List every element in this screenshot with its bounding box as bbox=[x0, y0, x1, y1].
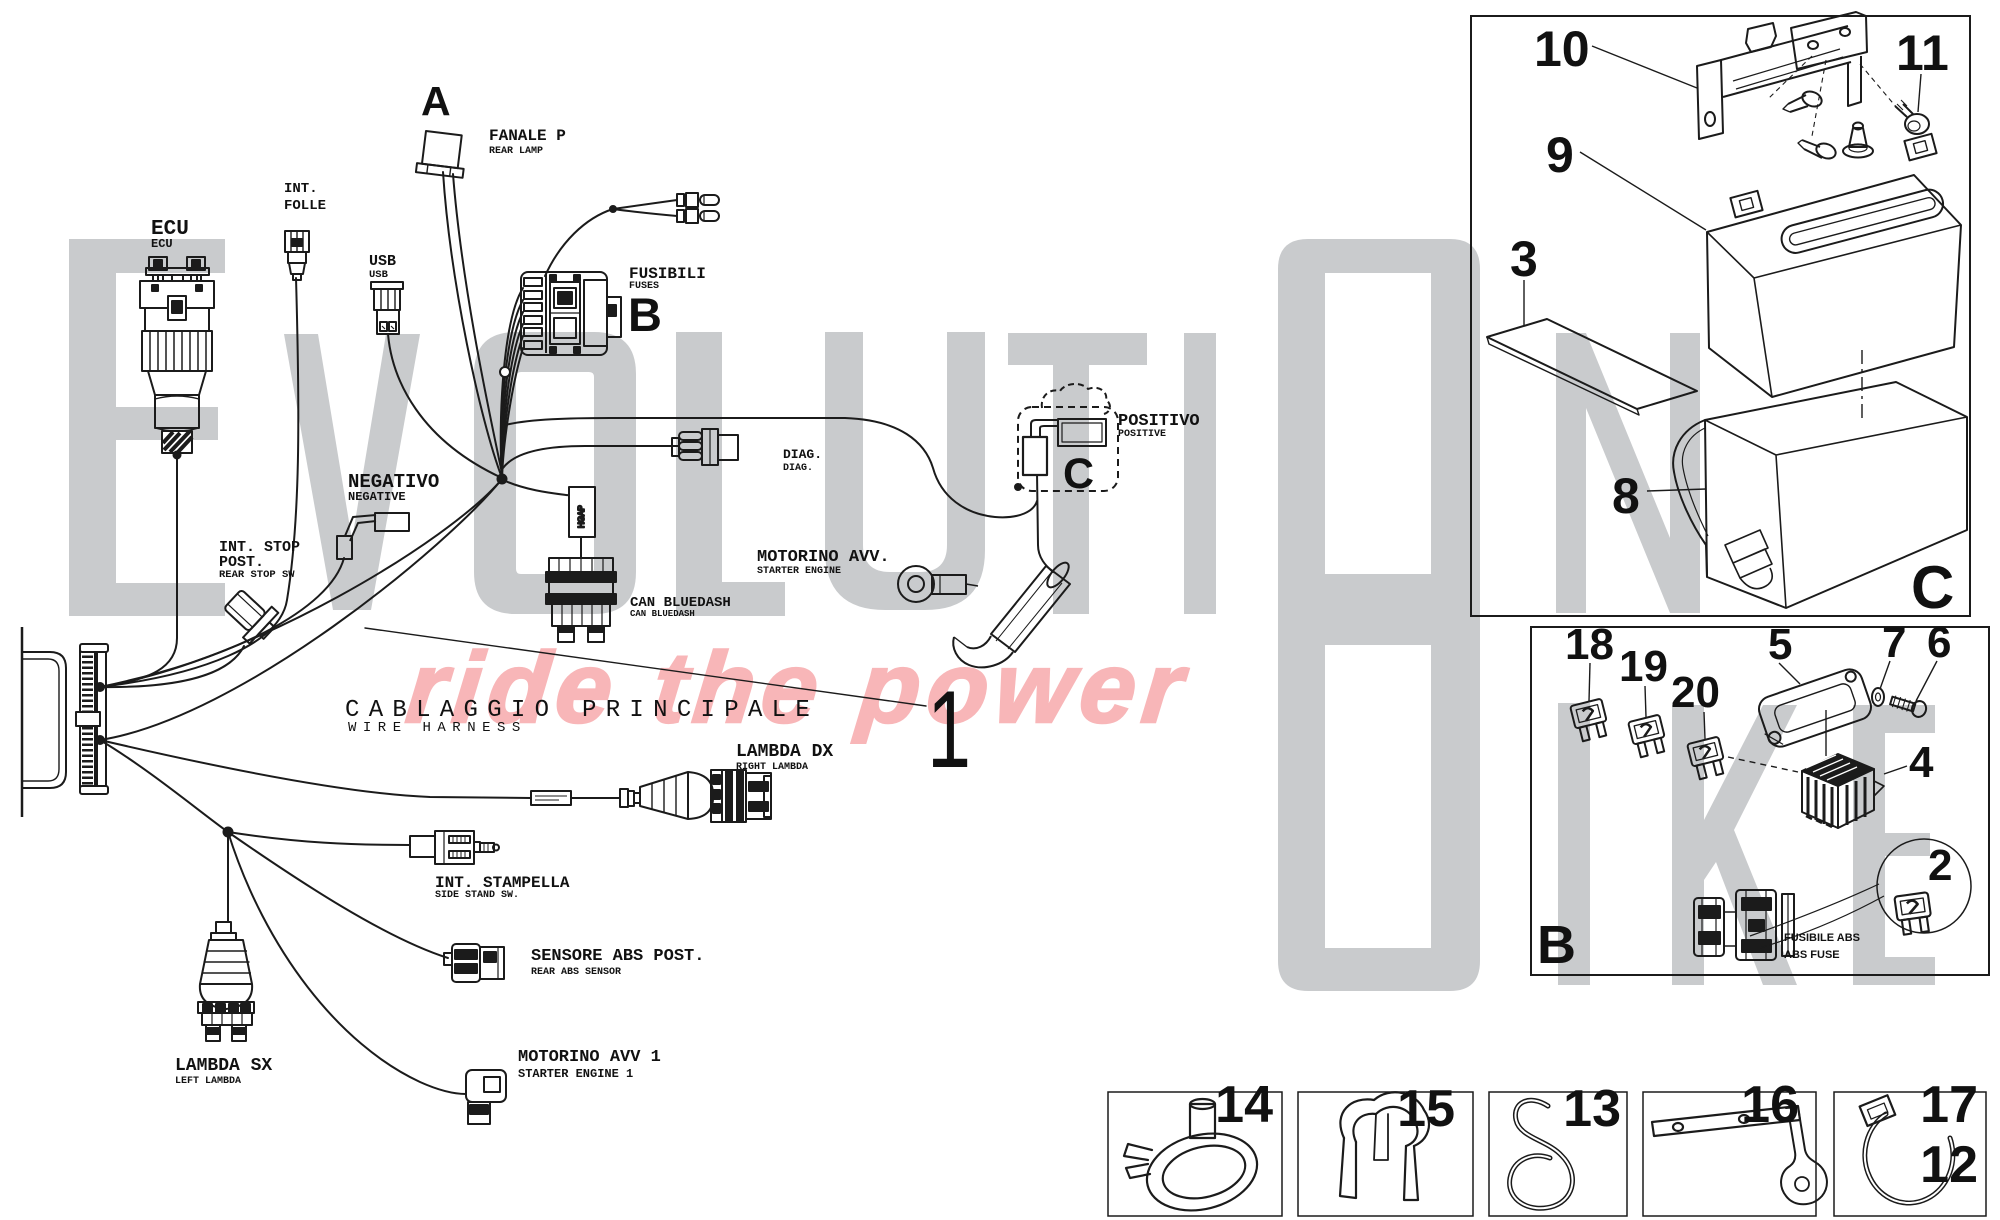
svg-text:19: 19 bbox=[1619, 642, 1668, 691]
svg-text:CABLAGGIO PRINCIPALE: CABLAGGIO PRINCIPALE bbox=[345, 697, 819, 724]
svg-text:MOTORINO AVV.: MOTORINO AVV. bbox=[757, 548, 890, 567]
svg-text:STARTER ENGINE 1: STARTER ENGINE 1 bbox=[518, 1067, 633, 1081]
svg-text:ABS FUSE: ABS FUSE bbox=[1784, 949, 1840, 961]
svg-text:INT. STOP: INT. STOP bbox=[219, 539, 300, 556]
svg-text:3: 3 bbox=[1510, 231, 1538, 287]
svg-text:INT. STAMPELLA: INT. STAMPELLA bbox=[435, 874, 570, 892]
svg-text:USB: USB bbox=[369, 269, 389, 281]
svg-text:REAR LAMP: REAR LAMP bbox=[489, 146, 543, 157]
svg-text:5: 5 bbox=[1768, 620, 1792, 669]
svg-text:ECU: ECU bbox=[151, 237, 173, 251]
svg-text:8: 8 bbox=[1612, 468, 1640, 524]
svg-text:DIAG.: DIAG. bbox=[783, 447, 822, 462]
svg-text:STARTER ENGINE: STARTER ENGINE bbox=[757, 566, 841, 577]
svg-text:16: 16 bbox=[1741, 1076, 1799, 1134]
svg-text:9: 9 bbox=[1546, 127, 1574, 183]
svg-text:NEGATIVE: NEGATIVE bbox=[348, 490, 406, 504]
svg-text:POSITIVO: POSITIVO bbox=[1118, 412, 1200, 431]
svg-text:FANALE P: FANALE P bbox=[489, 127, 566, 145]
svg-text:FUSIBILI: FUSIBILI bbox=[629, 265, 706, 283]
svg-text:RIGHT LAMBDA: RIGHT LAMBDA bbox=[736, 762, 808, 773]
svg-text:LAMBDA SX: LAMBDA SX bbox=[175, 1056, 272, 1076]
svg-text:17: 17 bbox=[1920, 1076, 1978, 1134]
svg-text:SIDE STAND SW.: SIDE STAND SW. bbox=[435, 890, 519, 901]
svg-text:7: 7 bbox=[1882, 618, 1906, 667]
svg-text:2: 2 bbox=[1928, 841, 1952, 890]
svg-text:14: 14 bbox=[1215, 1076, 1273, 1134]
svg-text:11: 11 bbox=[1896, 25, 1949, 81]
svg-text:DIAG.: DIAG. bbox=[783, 463, 813, 474]
svg-text:C: C bbox=[1911, 554, 1954, 621]
svg-text:USB: USB bbox=[369, 253, 396, 270]
svg-text:SENSORE ABS POST.: SENSORE ABS POST. bbox=[531, 947, 704, 966]
svg-text:B: B bbox=[628, 288, 662, 341]
svg-text:INT.: INT. bbox=[284, 181, 318, 197]
svg-text:13: 13 bbox=[1563, 1080, 1621, 1138]
svg-text:WIRE HARNESS: WIRE HARNESS bbox=[348, 720, 527, 736]
svg-text:C: C bbox=[1063, 450, 1094, 498]
svg-text:12: 12 bbox=[1920, 1136, 1978, 1194]
svg-text:CAN BLUEDASH: CAN BLUEDASH bbox=[630, 595, 731, 611]
svg-text:REAR ABS SENSOR: REAR ABS SENSOR bbox=[531, 967, 621, 978]
svg-text:18: 18 bbox=[1565, 620, 1614, 669]
svg-text:POSITIVE: POSITIVE bbox=[1118, 429, 1166, 440]
svg-text:4: 4 bbox=[1909, 738, 1934, 787]
svg-text:LAMBDA DX: LAMBDA DX bbox=[736, 742, 833, 762]
svg-text:MOTORINO AVV 1: MOTORINO AVV 1 bbox=[518, 1048, 661, 1067]
svg-text:CAN BLUEDASH: CAN BLUEDASH bbox=[630, 609, 695, 619]
svg-text:15: 15 bbox=[1397, 1080, 1455, 1138]
svg-text:NEGATIVO: NEGATIVO bbox=[348, 471, 439, 493]
svg-text:FUSES: FUSES bbox=[629, 281, 659, 292]
svg-text:HGAP: HGAP bbox=[577, 505, 586, 528]
svg-text:10: 10 bbox=[1534, 21, 1590, 77]
svg-text:1: 1 bbox=[927, 668, 971, 791]
svg-text:FUSIBILE ABS: FUSIBILE ABS bbox=[1784, 932, 1860, 944]
svg-text:LEFT LAMBDA: LEFT LAMBDA bbox=[175, 1076, 241, 1087]
svg-text:6: 6 bbox=[1927, 618, 1951, 667]
svg-text:FOLLE: FOLLE bbox=[284, 198, 326, 214]
svg-text:A: A bbox=[421, 78, 451, 124]
svg-text:POST.: POST. bbox=[219, 554, 264, 571]
svg-text:20: 20 bbox=[1671, 668, 1720, 717]
svg-text:ECU: ECU bbox=[151, 218, 189, 241]
svg-text:REAR STOP SW: REAR STOP SW bbox=[219, 569, 295, 581]
svg-text:B: B bbox=[1537, 915, 1576, 975]
